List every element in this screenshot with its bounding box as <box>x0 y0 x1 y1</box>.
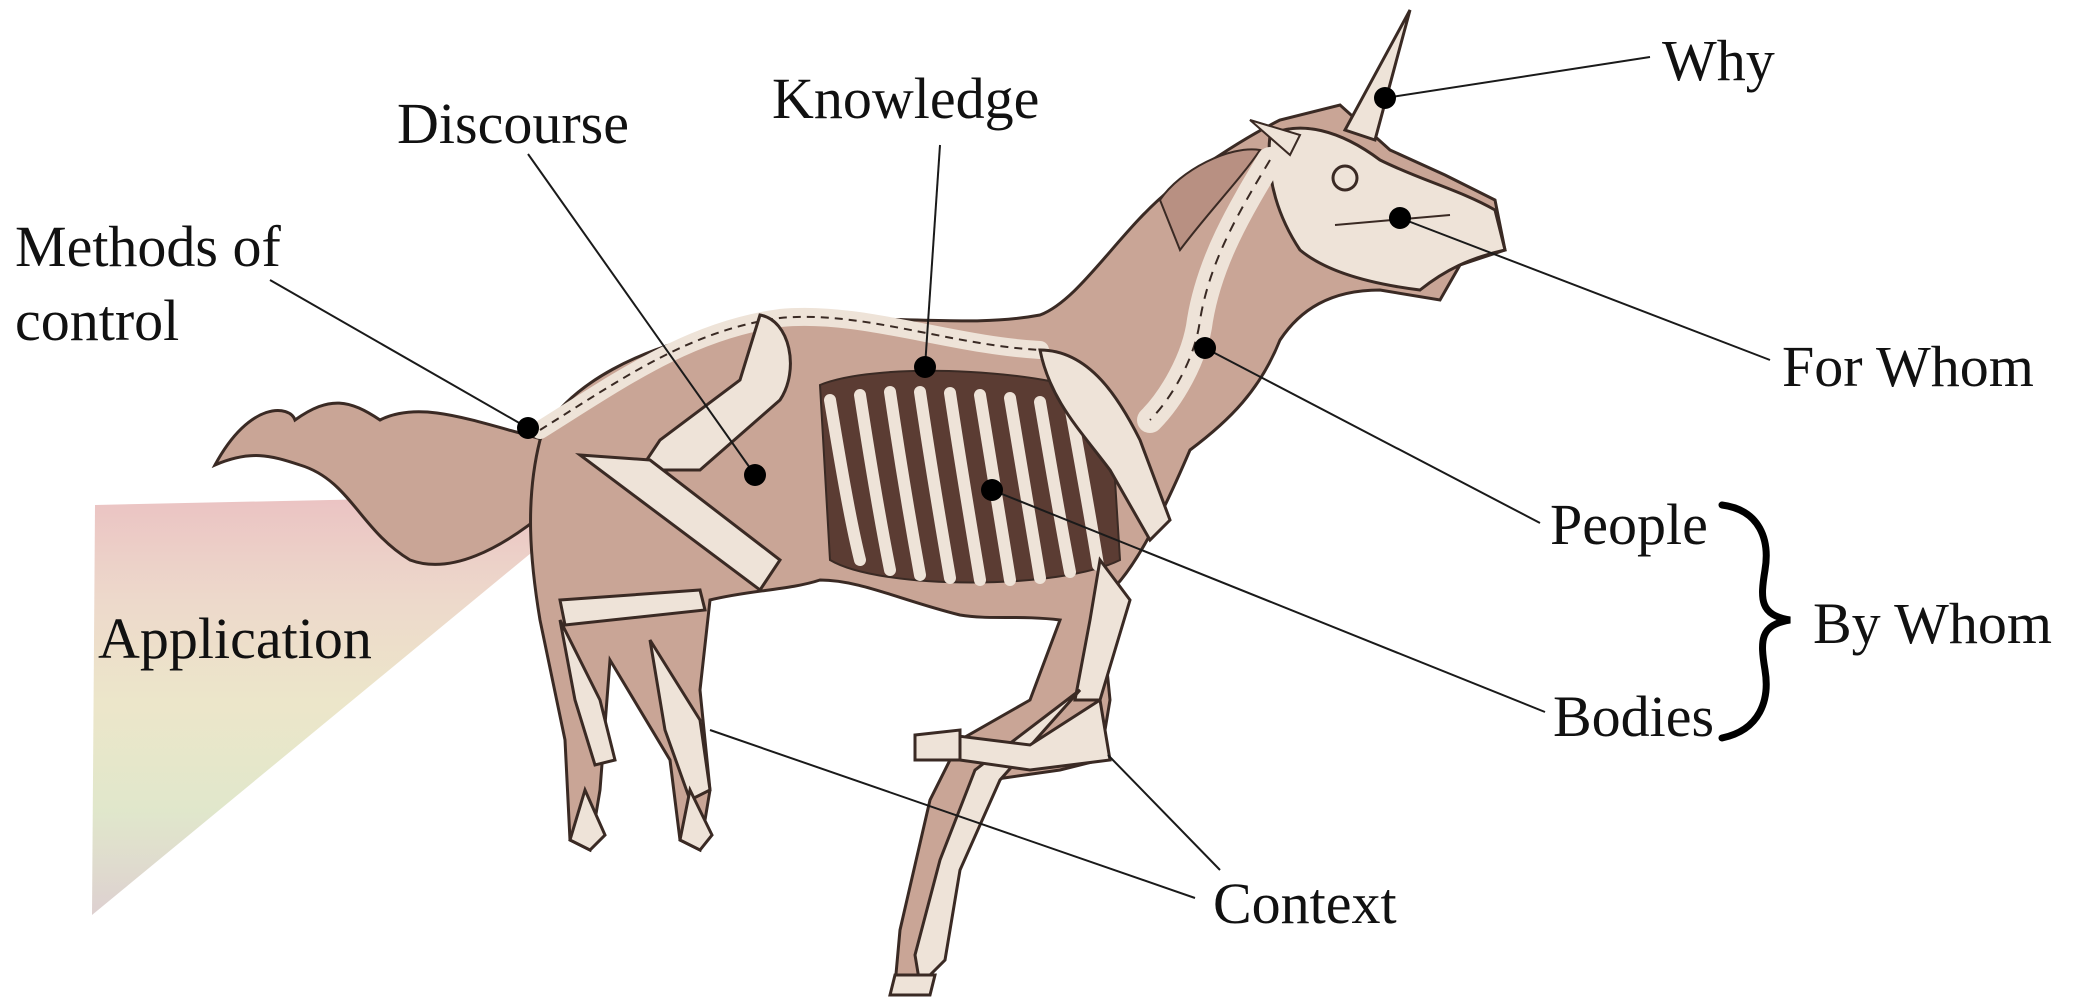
dot-discourse <box>744 464 766 486</box>
label-for-whom: For Whom <box>1782 338 2034 396</box>
label-knowledge: Knowledge <box>772 70 1039 128</box>
horn <box>1345 10 1410 140</box>
label-why: Why <box>1662 32 1775 90</box>
dot-for-whom <box>1389 207 1411 229</box>
label-discourse: Discourse <box>397 95 629 153</box>
dot-methods <box>517 417 539 439</box>
label-bodies: Bodies <box>1553 688 1714 746</box>
label-by-whom: By Whom <box>1813 595 2052 653</box>
dot-bodies <box>981 479 1003 501</box>
rainbow-beam <box>92 495 565 915</box>
dot-knowledge <box>914 356 936 378</box>
label-context: Context <box>1213 875 1397 933</box>
label-application: Application <box>98 610 372 668</box>
by-whom-brace <box>1722 505 1790 738</box>
dot-people <box>1194 337 1216 359</box>
label-methods-of-control: Methods of control <box>15 210 315 358</box>
dot-why <box>1374 87 1396 109</box>
label-people: People <box>1550 496 1708 554</box>
